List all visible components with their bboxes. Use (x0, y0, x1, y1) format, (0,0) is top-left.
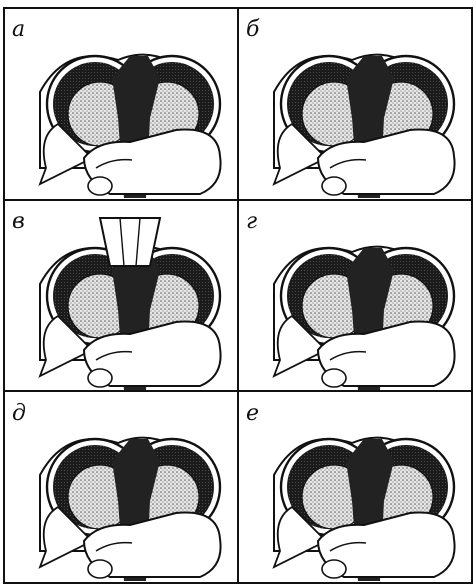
panel-label: г (246, 209, 257, 234)
panel-b: б (246, 17, 455, 198)
instrument-cone (100, 218, 160, 266)
larynx-illustration (40, 55, 221, 198)
panel-v: в (12, 209, 221, 390)
panel-g: г (246, 209, 455, 390)
panel-e: е (246, 401, 455, 581)
larynx-illustration (274, 438, 455, 581)
panel-label: а (12, 17, 25, 42)
panel-label: в (12, 209, 25, 234)
larynx-illustration (40, 438, 221, 581)
panel-label: е (246, 401, 259, 426)
panel-d: д (12, 401, 221, 581)
panel-label: б (246, 17, 260, 42)
larynx-illustration (40, 218, 221, 390)
larynx-illustration (274, 55, 455, 198)
larynx-illustration (274, 247, 455, 390)
panel-a: а (12, 17, 221, 198)
panel-label: д (12, 401, 26, 426)
